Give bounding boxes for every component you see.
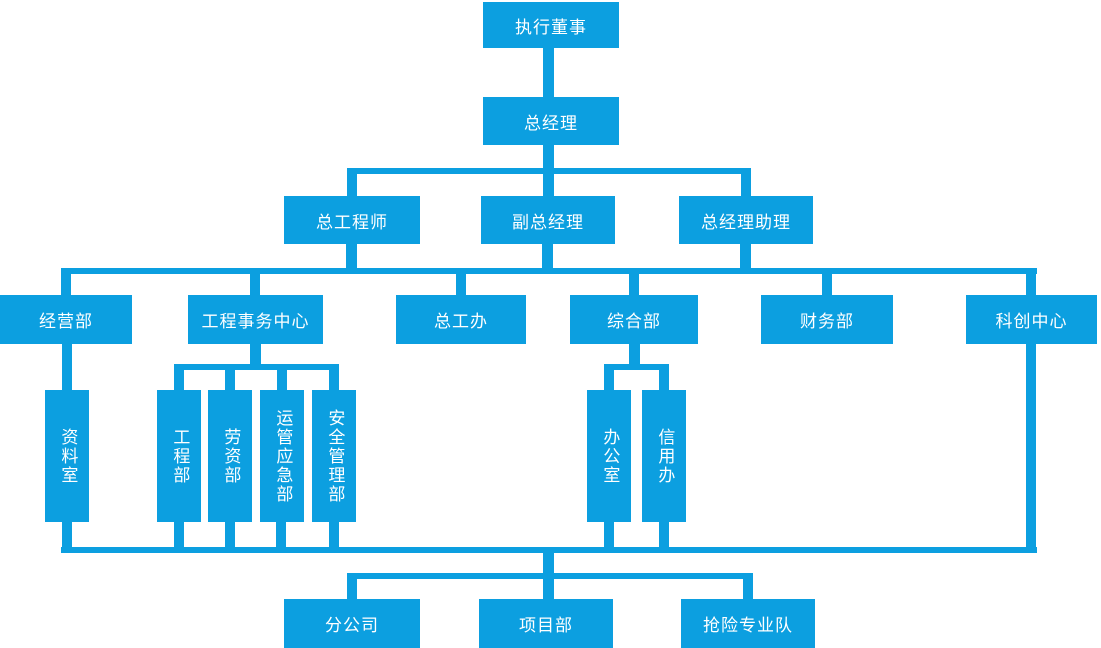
org-node-deputy-gm: 副总经理 [481,196,615,244]
connector-line [61,274,71,295]
connector-line [629,344,640,364]
connector-line [174,364,339,370]
org-node-chief-engineer: 总工程师 [284,196,420,244]
connector-line [174,522,184,547]
org-node-engineering-affairs-center: 工程事务中心 [188,295,323,344]
org-node-gm-assistant: 总经理助理 [679,196,813,244]
connector-line [174,370,184,390]
connector-line [347,168,751,174]
org-node-branch-company: 分公司 [284,599,420,648]
org-node-general-affairs-dept: 综合部 [570,295,698,344]
org-node-sci-tech-innovation-center: 科创中心 [966,295,1097,344]
org-node-credit-office: 信用办 [642,390,686,522]
connector-line [62,522,72,547]
connector-line [659,522,669,547]
connector-line [329,522,339,547]
org-node-general-manager: 总经理 [483,97,619,145]
connector-line [543,46,554,97]
org-node-operations-dept: 经营部 [0,295,132,344]
connector-line [456,274,466,295]
connector-line [743,579,753,599]
connector-line [604,364,669,370]
connector-line [1026,344,1036,547]
org-node-ops-emergency-dept: 运管应急部 [260,390,304,522]
connector-line [61,268,1037,274]
connector-line [741,174,751,196]
connector-line [276,522,286,547]
connector-line [604,370,614,390]
org-node-safety-mgmt-dept: 安全管理部 [312,390,356,522]
connector-line [346,244,357,268]
org-node-archives-room: 资料室 [45,390,89,522]
org-node-engineering-dept: 工程部 [157,390,201,522]
connector-line [543,579,554,599]
connector-line [347,579,357,599]
org-node-office: 办公室 [587,390,631,522]
connector-line [61,547,1037,553]
connector-line [822,274,832,295]
connector-line [250,274,260,295]
connector-line [1026,274,1036,295]
org-node-labor-wage-dept: 劳资部 [208,390,252,522]
connector-line [542,244,553,268]
connector-line [604,522,614,547]
connector-line [740,244,751,268]
org-node-emergency-rescue-team: 抢险专业队 [681,599,815,648]
connector-line [225,370,235,390]
connector-line [543,553,554,573]
org-node-project-dept: 项目部 [479,599,613,648]
connector-line [277,370,287,390]
connector-line [659,370,669,390]
connector-line [629,274,639,295]
org-node-finance-dept: 财务部 [761,295,893,344]
org-node-executive-director: 执行董事 [483,2,619,48]
connector-line [62,344,72,390]
org-node-chief-engineer-office: 总工办 [396,295,526,344]
connector-line [225,522,235,547]
connector-line [347,573,753,579]
connector-line [347,174,357,196]
connector-line [250,344,261,364]
connector-line [329,370,339,390]
